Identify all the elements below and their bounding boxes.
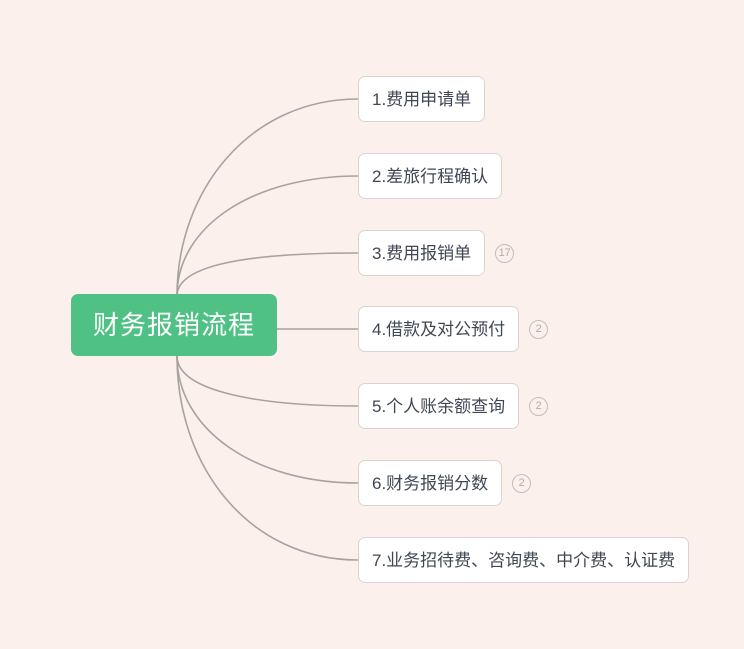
branch-node-3[interactable]: 3.费用报销单 17: [358, 230, 515, 276]
connector-to-branch-5: [176, 355, 359, 407]
connector-to-branch-7: [176, 355, 359, 561]
branch-node-5[interactable]: 5.个人账余额查询 2: [358, 383, 549, 429]
branch-label-5: 5.个人账余额查询: [372, 396, 506, 416]
branch-badge-6: 2: [512, 473, 532, 493]
branch-node-4[interactable]: 4.借款及对公预付 2: [358, 306, 549, 352]
branch-label-3: 3.费用报销单: [372, 243, 472, 263]
branch-node-1[interactable]: 1.费用申请单: [358, 76, 486, 122]
connector-to-branch-1: [176, 98, 359, 297]
branch-node-7[interactable]: 7.业务招待费、咨询费、中介费、认证费: [358, 537, 690, 583]
connector-to-branch-2: [176, 175, 359, 297]
branch-label-2: 2.差旅行程确认: [372, 166, 489, 186]
root-node-label: 财务报销流程: [92, 310, 255, 340]
branch-box-5[interactable]: 5.个人账余额查询: [358, 383, 520, 429]
branch-box-1[interactable]: 1.费用申请单: [358, 76, 486, 122]
connector-to-branch-3: [176, 252, 359, 297]
branch-node-6[interactable]: 6.财务报销分数 2: [358, 460, 532, 506]
branch-badge-3: 17: [495, 243, 515, 263]
branch-badge-5: 2: [529, 396, 549, 416]
branch-badge-4: 2: [529, 319, 549, 339]
branch-box-6[interactable]: 6.财务报销分数: [358, 460, 503, 506]
connector-to-branch-6: [176, 355, 359, 484]
branch-label-1: 1.费用申请单: [372, 89, 472, 109]
branch-box-2[interactable]: 2.差旅行程确认: [358, 153, 503, 199]
branch-label-6: 6.财务报销分数: [372, 473, 489, 493]
root-node[interactable]: 财务报销流程: [71, 294, 277, 356]
branch-box-4[interactable]: 4.借款及对公预付: [358, 306, 520, 352]
branch-box-7[interactable]: 7.业务招待费、咨询费、中介费、认证费: [358, 537, 690, 583]
branch-label-7: 7.业务招待费、咨询费、中介费、认证费: [372, 550, 676, 570]
branch-box-3[interactable]: 3.费用报销单: [358, 230, 486, 276]
branch-label-4: 4.借款及对公预付: [372, 319, 506, 339]
branch-node-2[interactable]: 2.差旅行程确认: [358, 153, 503, 199]
